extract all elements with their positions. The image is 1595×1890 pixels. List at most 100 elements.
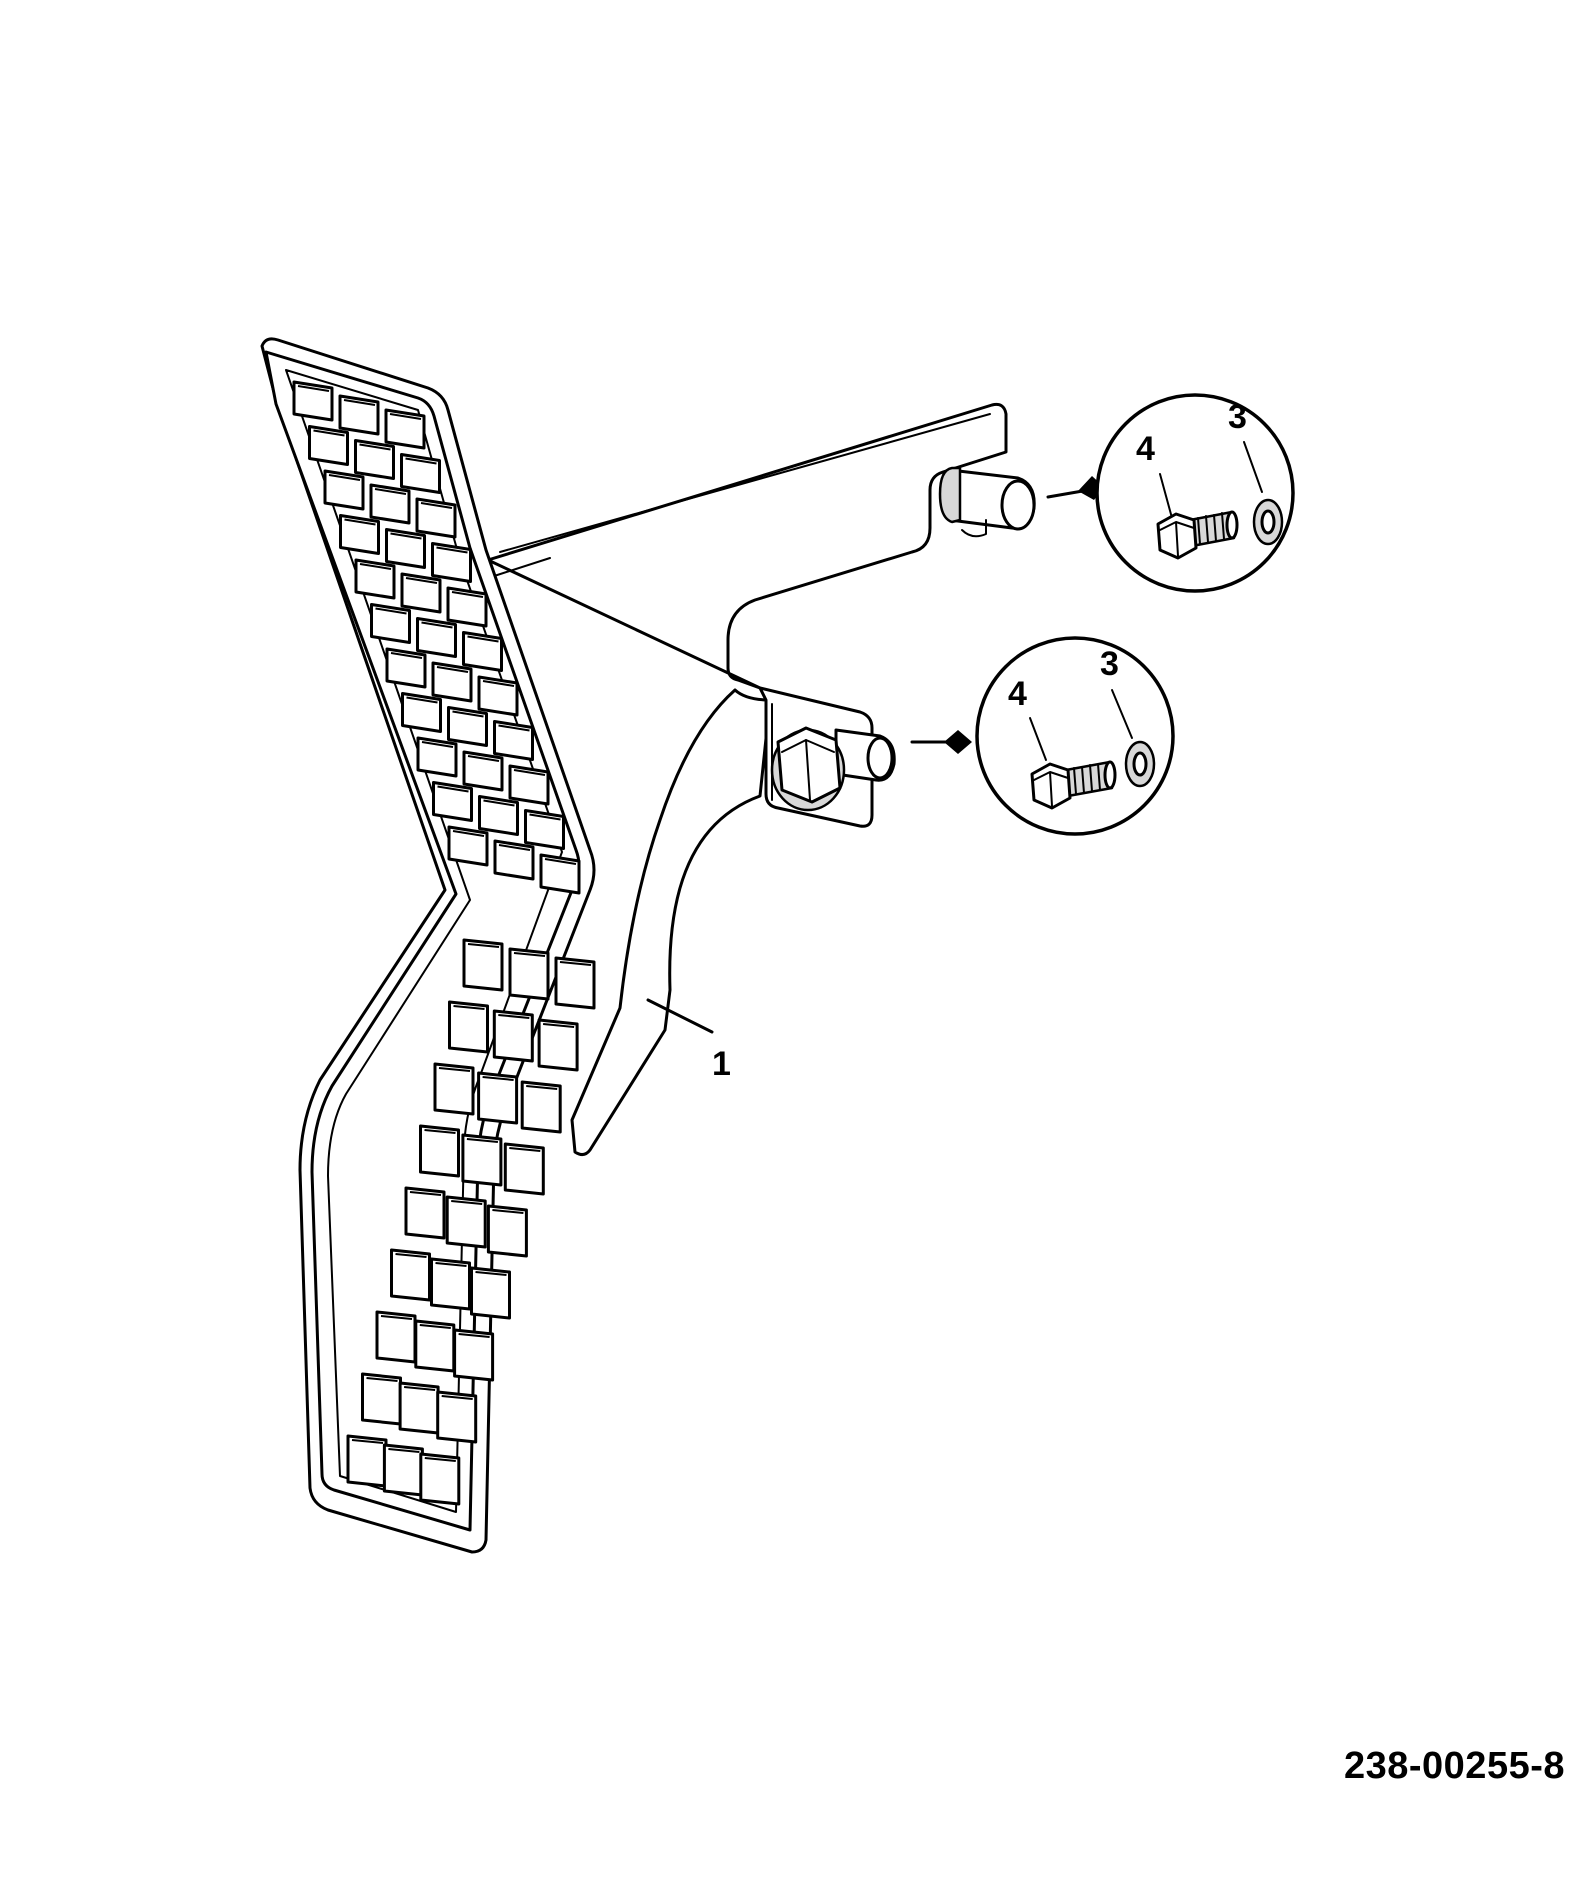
grip-square — [385, 528, 426, 569]
grip-square — [400, 572, 442, 614]
grip-square-edge — [526, 1085, 558, 1090]
grip-square-edge — [328, 474, 361, 481]
grip-square — [445, 1195, 487, 1249]
callout-lower-bolt: 4 — [1008, 675, 1027, 713]
grip-square — [416, 736, 458, 778]
grip-square — [370, 603, 411, 644]
grip-square — [447, 825, 489, 867]
grip-square — [415, 497, 457, 539]
grip-square-edge — [359, 563, 392, 570]
grip-square-edge — [466, 1138, 498, 1143]
grip-square — [478, 795, 519, 836]
grip-square-edge — [406, 696, 438, 704]
grip-square — [419, 1452, 461, 1506]
grip-square — [430, 1257, 471, 1311]
grip-square-edge — [344, 518, 376, 526]
grip-square — [492, 1009, 534, 1063]
grip-square-edge — [436, 546, 468, 554]
upper-pin — [938, 466, 1036, 538]
installed-bolt — [770, 726, 896, 812]
detail-circle-upper — [1095, 393, 1295, 593]
grip-square-edge — [366, 1377, 398, 1382]
grip-square-edge — [544, 858, 577, 865]
grip-square-edge — [374, 488, 407, 495]
pedal-grid-upper — [292, 380, 581, 895]
grip-square-edge — [424, 1129, 456, 1134]
pedal-pad — [260, 337, 596, 1554]
detail-circle-lower — [975, 636, 1175, 836]
callout-pedal: 1 — [712, 1045, 731, 1083]
grip-square-edge — [559, 961, 592, 966]
leader-line-pedal — [646, 998, 714, 1034]
grip-square-edge — [359, 443, 391, 451]
grip-square-edge — [453, 1005, 485, 1010]
grip-square — [323, 469, 365, 511]
grip-square — [503, 1142, 545, 1196]
grip-square — [508, 947, 550, 1001]
grip-square — [419, 1124, 460, 1178]
arrow-lower-detail — [910, 730, 972, 754]
grip-square — [384, 408, 426, 450]
grip-square-edge — [421, 621, 453, 629]
pedal-bracket — [486, 402, 1008, 1157]
grip-square — [354, 439, 395, 480]
grip-square — [477, 675, 519, 717]
grip-square — [453, 1328, 495, 1382]
grip-square-edge — [492, 1209, 524, 1214]
grip-square-edge — [498, 844, 531, 851]
grip-square-edge — [509, 1147, 541, 1152]
grip-square — [524, 809, 565, 850]
grip-square — [461, 1133, 503, 1187]
grip-square — [433, 1062, 475, 1116]
grip-square-edge — [441, 1395, 473, 1400]
grip-square-edge — [475, 1271, 507, 1276]
lower-washer-icon — [1124, 740, 1156, 788]
grip-square-edge — [297, 385, 330, 392]
grip-square — [432, 781, 473, 822]
lower-bolt-icon — [1030, 760, 1117, 810]
grip-square-edge — [513, 769, 546, 776]
grip-square-edge — [452, 710, 484, 718]
grip-square-edge — [529, 813, 561, 821]
grip-square — [390, 1248, 431, 1302]
grip-square-edge — [388, 1448, 420, 1453]
grip-square — [369, 483, 411, 525]
grip-square — [292, 380, 334, 422]
grip-square-edge — [451, 1200, 483, 1205]
grip-square — [446, 586, 488, 628]
grip-square-edge — [380, 1315, 413, 1320]
upper-washer-icon — [1252, 498, 1284, 546]
grip-square — [416, 617, 457, 658]
grip-square-edge — [467, 635, 499, 643]
grip-square-edge — [404, 1386, 436, 1391]
grip-square-edge — [419, 1324, 451, 1329]
upper-bolt-icon — [1156, 510, 1239, 560]
grip-square — [338, 394, 380, 436]
grip-square-edge — [405, 457, 437, 465]
grip-square — [462, 938, 504, 992]
grip-square-edge — [390, 652, 423, 659]
grip-square — [436, 1390, 478, 1444]
grip-square-edge — [482, 680, 515, 687]
grip-square — [385, 647, 427, 689]
grip-square — [520, 1080, 562, 1134]
grip-square — [493, 720, 534, 761]
grip-square — [339, 514, 380, 555]
grip-square — [486, 1204, 528, 1258]
grip-square-edge — [313, 429, 345, 437]
grip-square-edge — [437, 785, 469, 793]
grip-square — [448, 1000, 489, 1054]
grip-square-edge — [424, 1457, 456, 1462]
grip-square-edge — [467, 943, 500, 948]
grip-square — [400, 453, 441, 494]
grip-square — [554, 956, 596, 1010]
grip-square-edge — [543, 1023, 575, 1028]
grip-square — [431, 661, 473, 703]
drawing-number: 238-00255-8 — [1343, 1745, 1565, 1787]
grip-square-edge — [395, 1253, 427, 1258]
grip-square-edge — [438, 1067, 471, 1072]
grip-square-edge — [458, 1333, 490, 1338]
grip-square-edge — [390, 532, 422, 540]
grip-square-edge — [467, 755, 500, 762]
